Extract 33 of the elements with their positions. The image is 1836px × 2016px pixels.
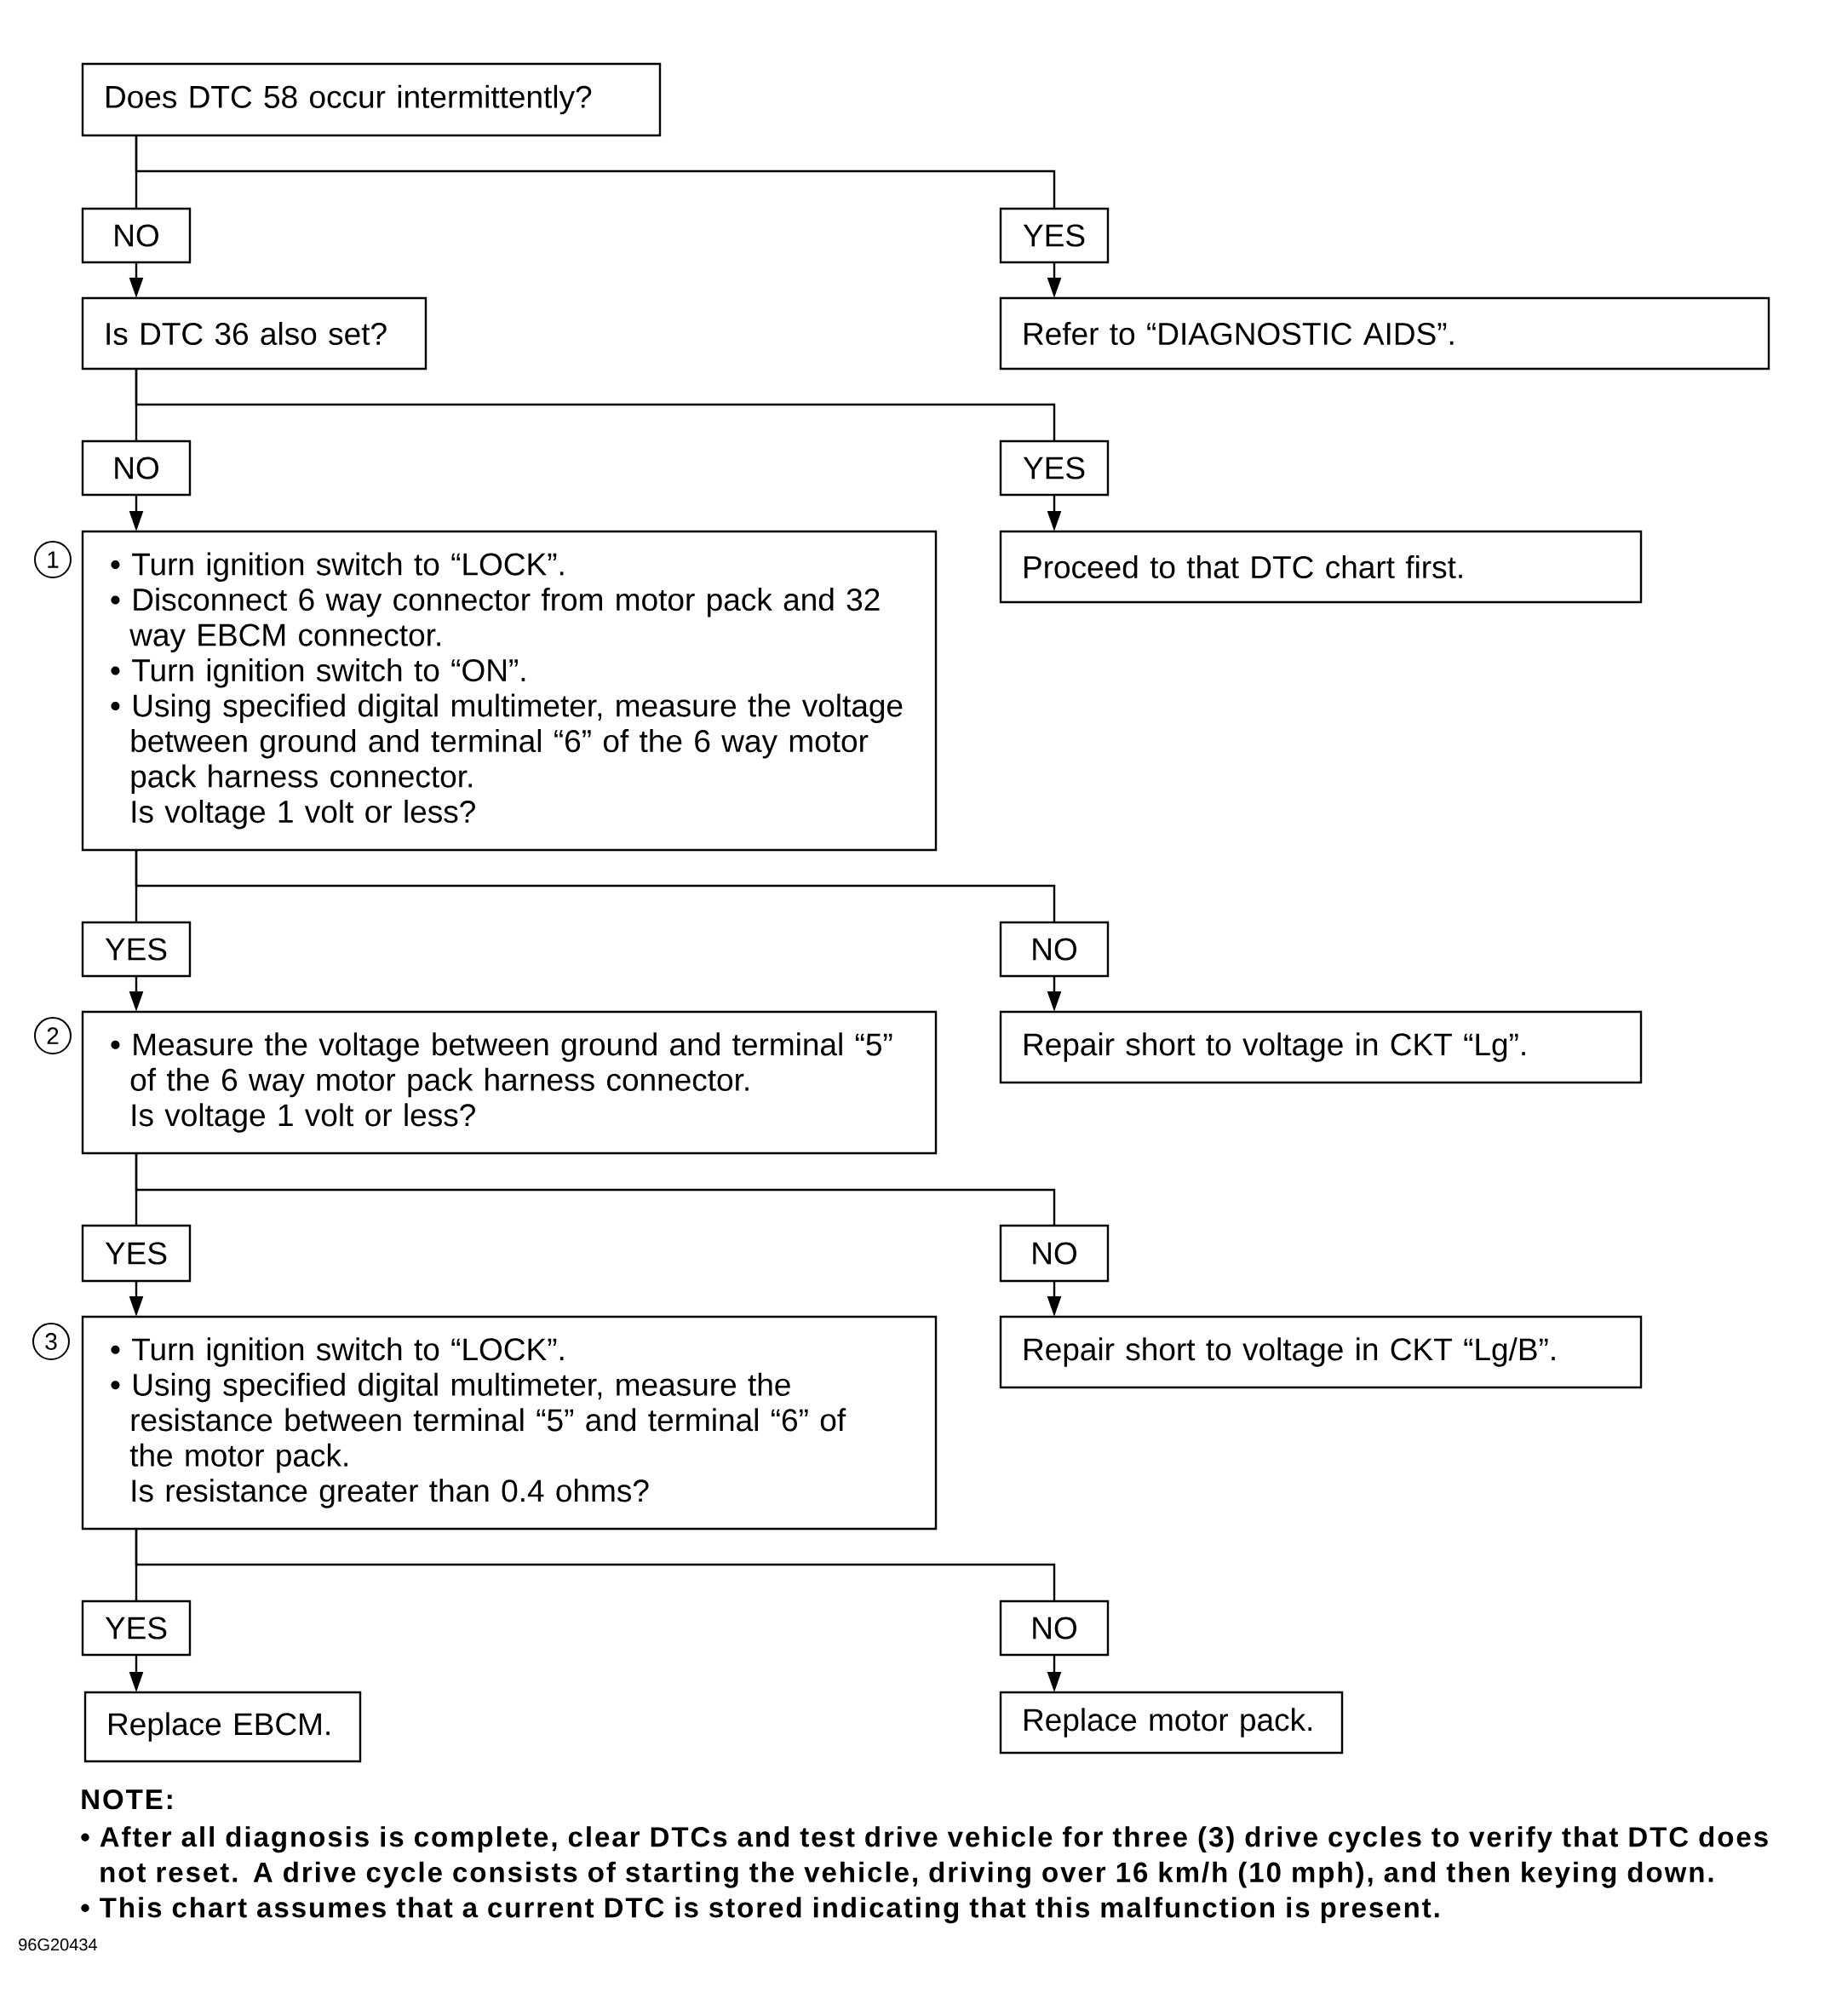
step-number: 1	[34, 541, 72, 578]
branch-box: NO	[999, 921, 1110, 978]
branch-box: YES	[999, 439, 1110, 497]
branch-box: YES	[999, 207, 1110, 264]
action-box: Replace EBCM.	[83, 1691, 362, 1763]
step-number: 3	[32, 1323, 70, 1360]
branch-box: NO	[999, 1224, 1110, 1283]
action-box: Proceed to that DTC chart first.	[999, 530, 1643, 604]
action-box: Repair short to voltage in CKT “Lg/B”.	[999, 1315, 1643, 1389]
step-number: 2	[34, 1017, 72, 1054]
question-box: Does DTC 58 occur intermittently?	[81, 62, 662, 137]
note-text: • After all diagnosis is complete, clear DTCs and test drive vehicle for three (3) drive cycles to verify that DTC does not reset. A drive cycle consists of starting the vehicle, driving over 16 km/h (10 mph), and then keying down.	[81, 1826, 1768, 1888]
connector-line	[135, 369, 1056, 441]
action-box: Refer to “DIAGNOSTIC AIDS”.	[999, 296, 1770, 370]
branch-box: YES	[81, 1224, 192, 1283]
question-box: Is DTC 36 also set?	[81, 296, 427, 370]
note-heading: NOTE:	[82, 1789, 172, 1810]
connector-line	[135, 135, 1056, 209]
step-box: • Turn ignition switch to “LOCK”. • Using specified digital multimeter, measure the resistance between terminal “5” and terminal “6” of the motor pack. Is resistance greater than 0.4 ohms?	[81, 1315, 938, 1531]
step-box: • Measure the voltage between ground and terminal “5” of the 6 way motor pack harness connector. Is voltage 1 volt or less?	[81, 1010, 938, 1155]
branch-box: YES	[81, 1600, 192, 1657]
connector-line	[135, 1529, 1056, 1601]
connector-line	[135, 850, 1056, 922]
figure-code: 96G20434	[19, 1938, 97, 1951]
branch-box: NO	[81, 207, 192, 264]
branch-box: YES	[81, 921, 192, 978]
step-box: • Turn ignition switch to “LOCK”. • Disconnect 6 way connector from motor pack and 32 way EBCM connector. • Turn ignition switch to “ON”. • Using specified digital multimeter, measure the voltage between ground and terminal “6” of the 6 way motor pack harness connector. Is voltage 1 volt or less?	[81, 530, 938, 852]
note-text: • This chart assumes that a current DTC is stored indicating that this malfunction is present.	[81, 1897, 1439, 1924]
connector-line	[135, 1153, 1056, 1226]
branch-box: NO	[81, 439, 192, 497]
action-box: Repair short to voltage in CKT “Lg”.	[999, 1010, 1643, 1084]
branch-box: NO	[999, 1600, 1110, 1657]
action-box: Replace motor pack.	[999, 1691, 1344, 1755]
